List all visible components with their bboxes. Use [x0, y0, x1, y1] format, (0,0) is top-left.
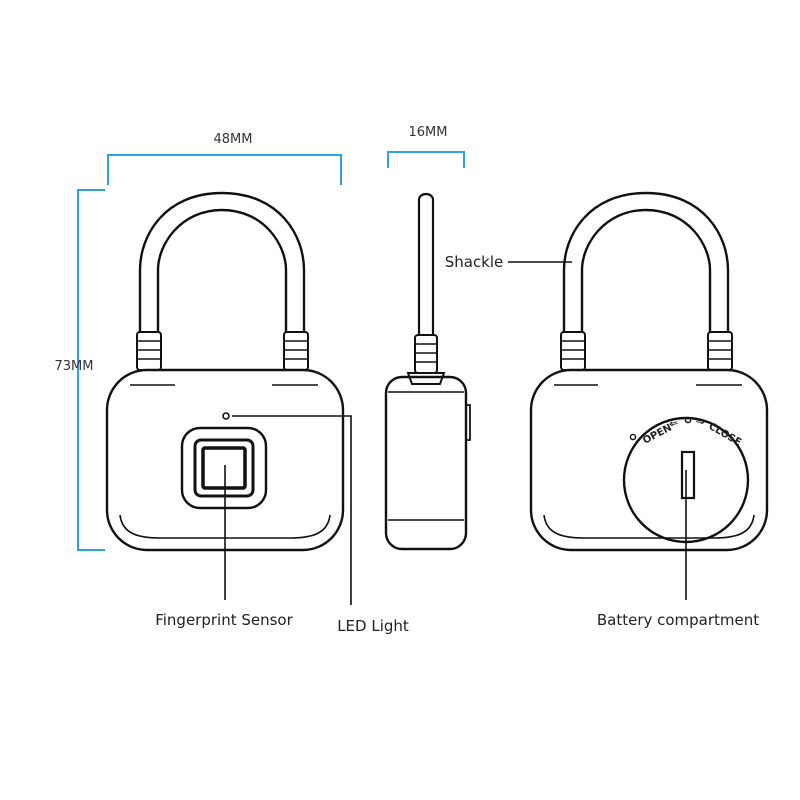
open-indicator-dot — [629, 433, 637, 441]
height-dimension: 73MM — [55, 189, 105, 551]
thickness-dimension: 16MM — [387, 125, 465, 168]
led-light-dot — [222, 412, 230, 420]
lock-body-side — [384, 375, 468, 551]
width-dimension: 48MM — [107, 132, 342, 185]
center-indicator-dot — [684, 416, 692, 424]
led-leader-line — [232, 415, 352, 605]
height-dimension-label: 73MM — [55, 359, 94, 374]
battery-close-label: CLOSE — [707, 421, 744, 449]
shackle-label: Shackle — [445, 253, 504, 271]
battery-compartment-label: Battery compartment — [597, 611, 759, 629]
lock-body-back — [529, 368, 769, 552]
open-arrow-icon: ⇐ — [668, 416, 680, 431]
back-shackle-collar-right — [707, 331, 733, 371]
fingerprint-sensor — [180, 426, 268, 510]
fingerprint-sensor-label: Fingerprint Sensor — [155, 611, 293, 629]
thickness-dimension-label: 16MM — [409, 125, 448, 140]
battery-cover-slot — [680, 450, 696, 500]
close-arrow-icon: ⇒ — [694, 414, 706, 429]
back-shackle-collar-left — [560, 331, 586, 371]
side-shackle-collar — [406, 334, 446, 385]
side-view — [384, 192, 471, 551]
width-dimension-label: 48MM — [214, 132, 253, 147]
shackle-collar-right — [283, 331, 309, 371]
led-light-label: LED Light — [337, 617, 409, 635]
back-view: OPEN ⇐ ⇒ CLOSE — [529, 191, 769, 552]
shackle-collar-left — [136, 331, 162, 371]
